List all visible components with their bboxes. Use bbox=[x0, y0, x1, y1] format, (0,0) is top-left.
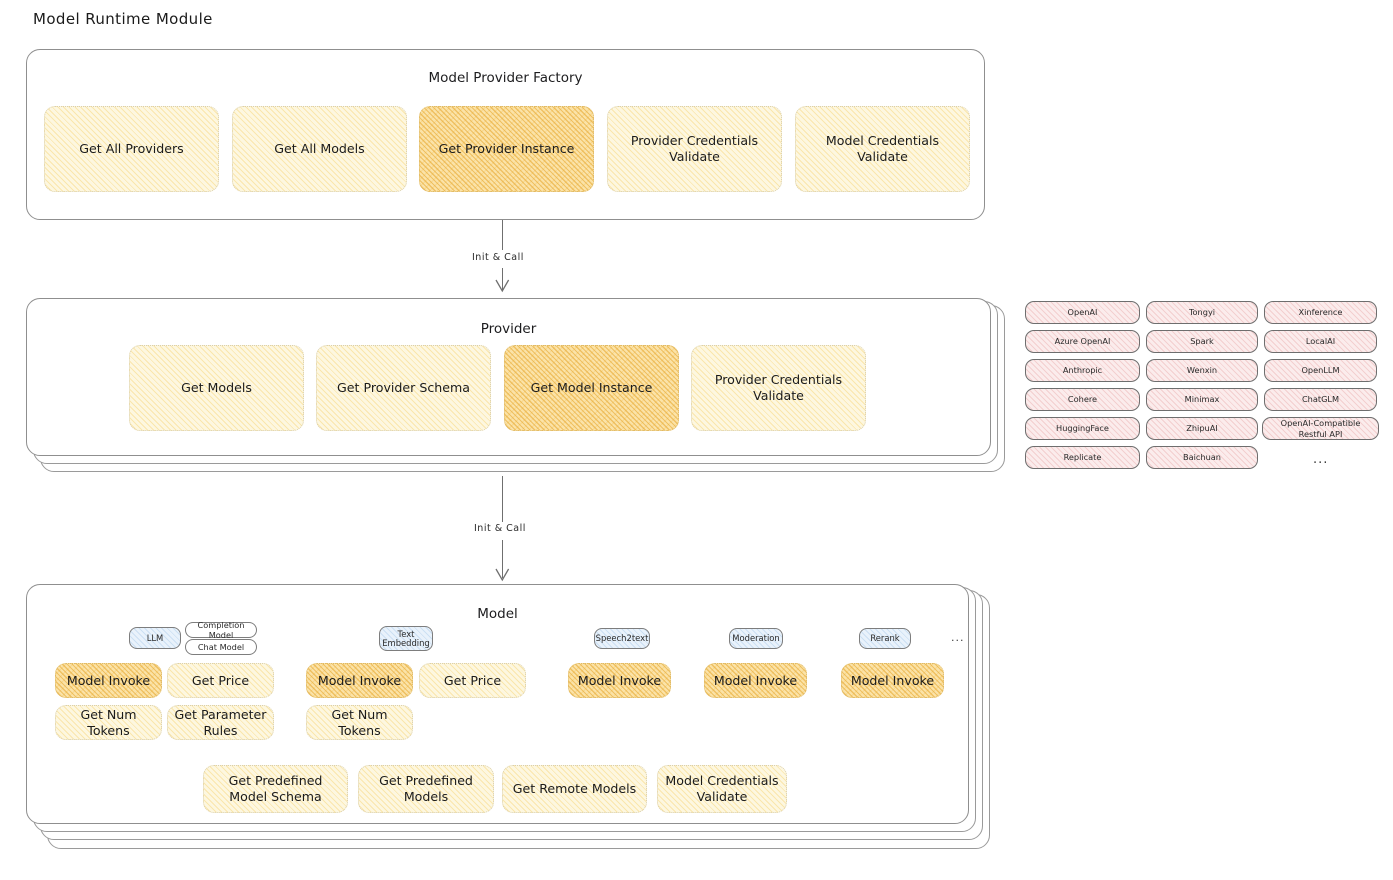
moderation-method-model-invoke[interactable]: Model Invoke bbox=[704, 663, 807, 698]
provider-tag-openllm[interactable]: OpenLLM bbox=[1264, 359, 1377, 382]
common-method-get-remote-models[interactable]: Get Remote Models bbox=[502, 765, 647, 813]
provider-item-get-provider-schema[interactable]: Get Provider Schema bbox=[316, 345, 491, 431]
text-embedding-method-model-invoke[interactable]: Model Invoke bbox=[306, 663, 413, 698]
speech2text-method-model-invoke[interactable]: Model Invoke bbox=[568, 663, 671, 698]
model-groups-more-ellipsis: ... bbox=[951, 631, 965, 644]
text-embedding-method-get-num-tokens[interactable]: Get Num Tokens bbox=[306, 705, 413, 740]
provider-tag-chatglm[interactable]: ChatGLM bbox=[1264, 388, 1377, 411]
provider-tag-zhipuai[interactable]: ZhipuAI bbox=[1146, 417, 1258, 440]
provider-tag-baichuan[interactable]: Baichuan bbox=[1146, 446, 1258, 469]
model-type-moderation[interactable]: Moderation bbox=[729, 628, 783, 649]
connector-2-line-bottom bbox=[502, 540, 504, 578]
page-title: Model Runtime Module bbox=[33, 10, 213, 28]
factory-item-get-all-models[interactable]: Get All Models bbox=[232, 106, 407, 192]
provider-title: Provider bbox=[480, 321, 537, 337]
connector-1-arrowhead bbox=[495, 279, 510, 293]
connector-2-label: Init & Call bbox=[470, 523, 530, 534]
connector-1-label: Init & Call bbox=[468, 252, 528, 263]
model-title: Model bbox=[477, 606, 518, 622]
provider-tag-more-ellipsis: ... bbox=[1313, 452, 1329, 467]
llm-method-get-price[interactable]: Get Price bbox=[167, 663, 274, 698]
provider-item-get-model-instance[interactable]: Get Model Instance bbox=[504, 345, 679, 431]
connector-1-line-top bbox=[502, 220, 504, 250]
factory-item-get-provider-instance[interactable]: Get Provider Instance bbox=[419, 106, 594, 192]
provider-item-get-models[interactable]: Get Models bbox=[129, 345, 304, 431]
text-embedding-method-get-price[interactable]: Get Price bbox=[419, 663, 526, 698]
model-provider-factory-title: Model Provider Factory bbox=[428, 70, 583, 86]
llm-method-get-parameter-rules[interactable]: Get Parameter Rules bbox=[167, 705, 274, 740]
provider-tag-xinference[interactable]: Xinference bbox=[1264, 301, 1377, 324]
llm-method-get-num-tokens[interactable]: Get Num Tokens bbox=[55, 705, 162, 740]
provider-tag-huggingface[interactable]: HuggingFace bbox=[1025, 417, 1140, 440]
provider-tag-cohere[interactable]: Cohere bbox=[1025, 388, 1140, 411]
model-panel: Model bbox=[26, 584, 969, 824]
connector-2-line-top bbox=[502, 476, 504, 522]
model-type-speech2text[interactable]: Speech2text bbox=[594, 628, 650, 649]
provider-tag-wenxin[interactable]: Wenxin bbox=[1146, 359, 1258, 382]
common-method-model-credentials-validate[interactable]: Model Credentials Validate bbox=[657, 765, 787, 813]
model-subtype-completion-model[interactable]: Completion Model bbox=[185, 620, 257, 640]
connector-2-arrowhead bbox=[495, 568, 510, 582]
common-method-get-predefined-model-schema[interactable]: Get Predefined Model Schema bbox=[203, 765, 348, 813]
provider-tag-azure-openai[interactable]: Azure OpenAI bbox=[1025, 330, 1140, 353]
provider-tag-replicate[interactable]: Replicate bbox=[1025, 446, 1140, 469]
model-subtype-chat-model[interactable]: Chat Model bbox=[185, 639, 257, 655]
provider-tag-minimax[interactable]: Minimax bbox=[1146, 388, 1258, 411]
provider-tag-openai[interactable]: OpenAI bbox=[1025, 301, 1140, 324]
common-method-get-predefined-models[interactable]: Get Predefined Models bbox=[358, 765, 494, 813]
provider-tag-anthropic[interactable]: Anthropic bbox=[1025, 359, 1140, 382]
connector-1-line-bottom bbox=[502, 268, 504, 290]
llm-method-model-invoke[interactable]: Model Invoke bbox=[55, 663, 162, 698]
factory-item-model-credentials-validate[interactable]: Model Credentials Validate bbox=[795, 106, 970, 192]
provider-tag-tongyi[interactable]: Tongyi bbox=[1146, 301, 1258, 324]
rerank-method-model-invoke[interactable]: Model Invoke bbox=[841, 663, 944, 698]
model-type-llm[interactable]: LLM bbox=[129, 627, 181, 649]
provider-tag-localai[interactable]: LocalAI bbox=[1264, 330, 1377, 353]
factory-item-provider-credentials-validate[interactable]: Provider Credentials Validate bbox=[607, 106, 782, 192]
factory-item-get-all-providers[interactable]: Get All Providers bbox=[44, 106, 219, 192]
model-type-rerank[interactable]: Rerank bbox=[859, 628, 911, 649]
provider-item-provider-credentials-validate[interactable]: Provider Credentials Validate bbox=[691, 345, 866, 431]
provider-tag-spark[interactable]: Spark bbox=[1146, 330, 1258, 353]
provider-tag-openai-compatible-restful-api[interactable]: OpenAI-Compatible Restful API bbox=[1262, 417, 1379, 440]
model-type-text-embedding[interactable]: Text Embedding bbox=[379, 626, 433, 651]
